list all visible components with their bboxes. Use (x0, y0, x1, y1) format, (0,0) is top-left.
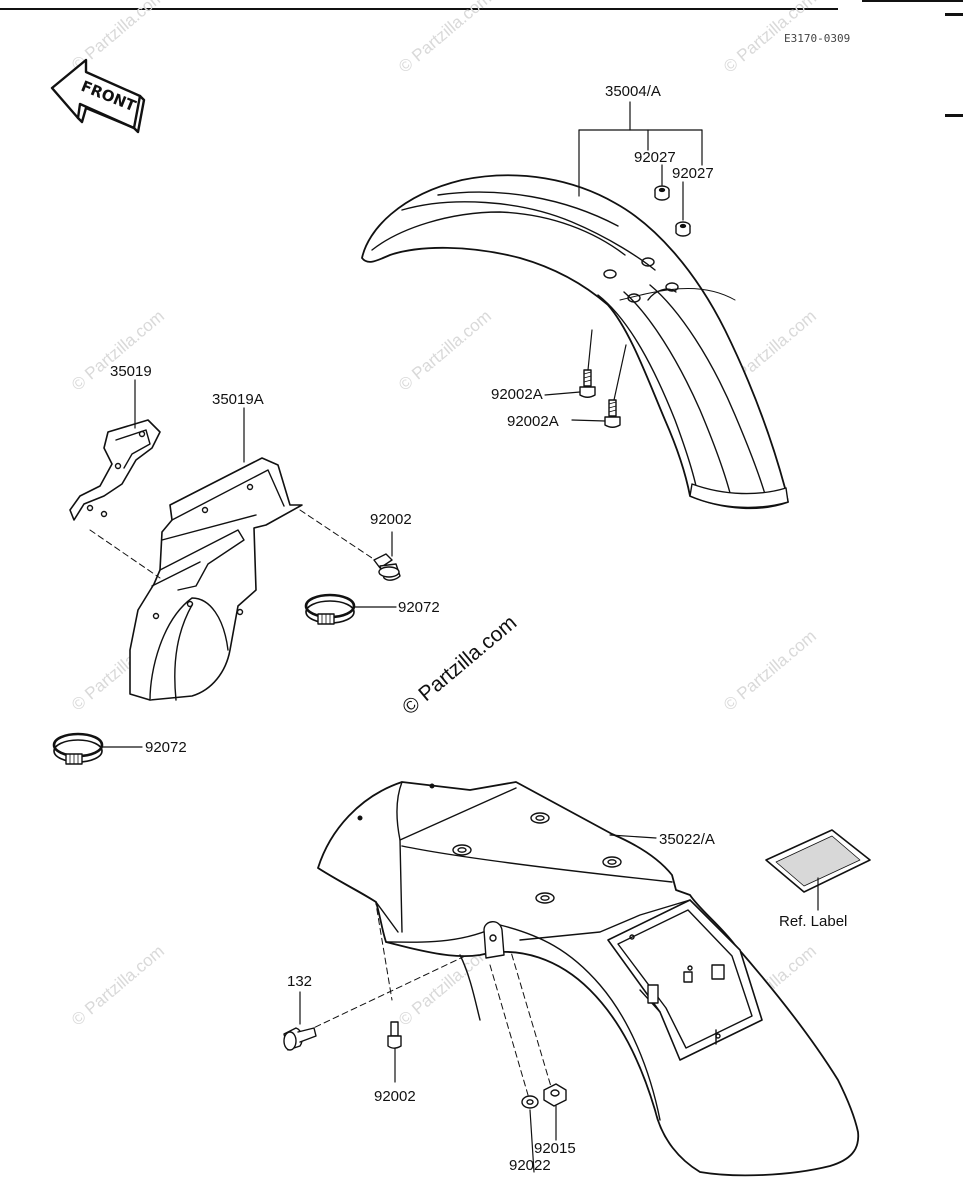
nut-92015-icon (543, 1083, 567, 1141)
bolt-92002a-icon (579, 369, 596, 398)
part-label-clamp: 92072 (398, 599, 440, 616)
ref-label-icon (765, 829, 871, 911)
bolt-132-icon (283, 991, 317, 1051)
front-arrow-icon: FRONT (50, 58, 146, 134)
part-label-clamp: 92072 (145, 739, 187, 756)
part-label-front-fender: 35004/A (605, 83, 661, 100)
part-label-rear-fender: 35022/A (659, 831, 715, 848)
top-border-line (0, 8, 838, 10)
flap-35019 (69, 379, 161, 521)
bolt-92002a-icon (604, 399, 621, 428)
top-border-line-right (862, 0, 963, 2)
front-fender (361, 174, 789, 510)
washer-92027-icon (675, 221, 691, 237)
part-label-nut: 92015 (534, 1140, 576, 1157)
leader-lines-front (544, 101, 703, 422)
part-label-bolt: 92002 (370, 511, 412, 528)
part-label-washer: 92022 (509, 1157, 551, 1174)
part-label-bolt: 92002A (491, 386, 543, 403)
part-label-flap: 35019 (110, 363, 152, 380)
clamp-92072-icon (304, 593, 397, 625)
part-label-ref-label: Ref. Label (779, 913, 848, 930)
part-label-bolt: 92002A (507, 413, 559, 430)
clamp-92072-icon (52, 732, 143, 765)
bolt-92002-icon (387, 1021, 402, 1083)
margin-tick-top (945, 13, 963, 16)
washer-92022-icon (521, 1095, 539, 1173)
part-label-bolt-132: 132 (287, 973, 313, 990)
part-label-washer: 92027 (634, 149, 676, 166)
washer-92027-icon (654, 185, 670, 201)
mud-guard-35019a (129, 407, 303, 701)
bolt-92002-icon (373, 531, 401, 581)
part-label-washer: 92027 (672, 165, 714, 182)
margin-tick-mid (945, 114, 963, 117)
part-label-bracket: 35019A (212, 391, 264, 408)
rear-fender (317, 781, 860, 1177)
drawing-code: E3170-0309 (784, 32, 851, 45)
part-label-bolt: 92002 (374, 1088, 416, 1105)
